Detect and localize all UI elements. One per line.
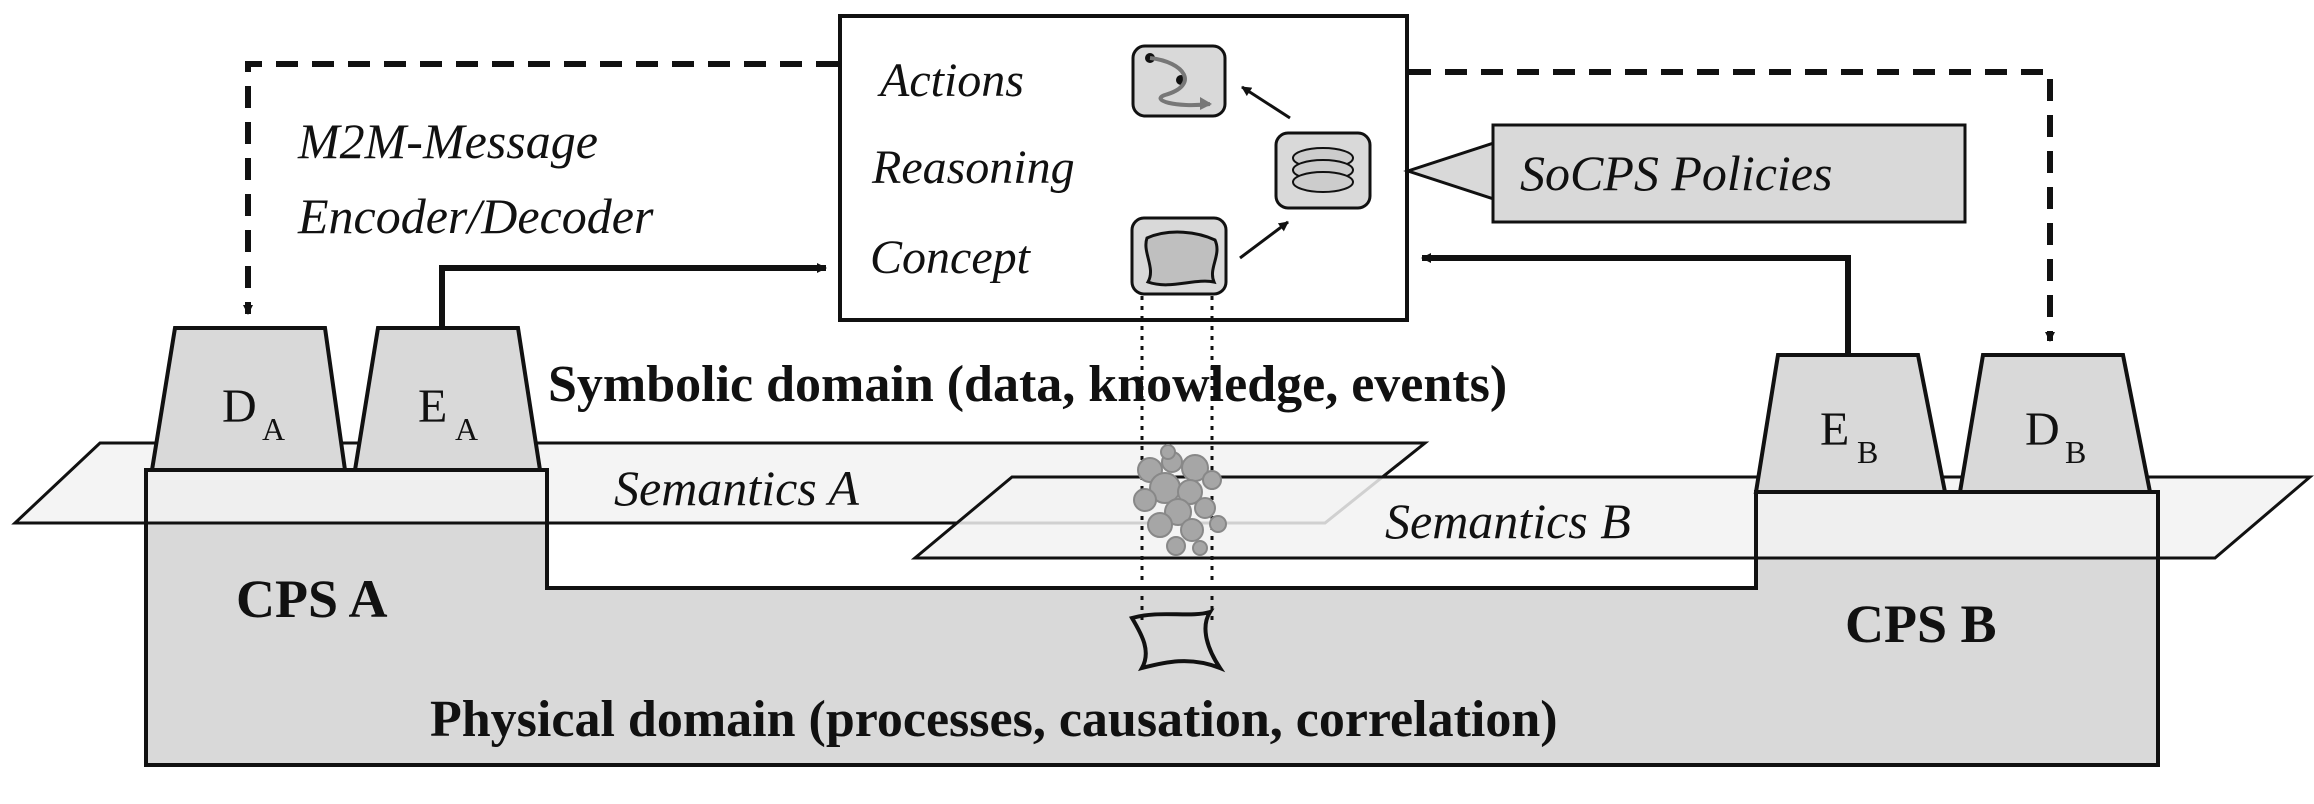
cps-b-label: CPS B [1845, 594, 1997, 654]
concept-to-reasoning-arrow [1239, 220, 1289, 260]
physical-domain-label: Physical domain (processes, causation, c… [430, 691, 1558, 748]
m2m-label-line2: Encoder/Decoder [297, 188, 654, 244]
encoder-b-block: E B [1753, 353, 1948, 494]
reasoning-to-actions-arrow [1241, 85, 1291, 120]
encoder-a-block: E A [352, 326, 543, 472]
action-trajectory-icon [1131, 44, 1227, 118]
reasoning-engine-icon [1274, 131, 1372, 210]
encoder-a-arrow [439, 263, 827, 328]
policies-hollow-arrow [1403, 138, 1502, 204]
policies-box [1491, 123, 1967, 224]
encoder-b-arrow [1421, 253, 1851, 355]
semantics-a-label: Semantics A [614, 460, 859, 516]
concept-shape-icon [1130, 216, 1228, 296]
encoder-b-subscript: B [1857, 434, 1878, 470]
semantics-b-label: Semantics B [1385, 493, 1631, 549]
m2m-label-line1: M2M-Message [297, 113, 598, 169]
decoder-b-letter: D [2025, 403, 2060, 456]
actions-label: Actions [877, 54, 1024, 107]
encoder-a-subscript: A [455, 411, 478, 447]
decoder-a-subscript: A [262, 411, 285, 447]
physical-shape-icon [1128, 608, 1226, 673]
encoder-b-letter: E [1820, 403, 1849, 456]
semantic-cluster-icon [1133, 444, 1227, 556]
decoder-b-subscript: B [2065, 434, 2086, 470]
policies-label: SoCPS Policies [1520, 145, 1832, 201]
cps-a-label: CPS A [236, 569, 388, 629]
decoder-a-block: D A [149, 326, 348, 472]
decoder-b-block: D B [1957, 353, 2153, 494]
reasoning-label: Reasoning [871, 141, 1075, 194]
encoder-a-letter: E [418, 380, 447, 433]
symbolic-domain-label: Symbolic domain (data, knowledge, events… [548, 356, 1507, 413]
decoder-a-dashed-arrow [243, 61, 838, 315]
decoder-a-letter: D [222, 380, 257, 433]
concept-label: Concept [870, 231, 1032, 284]
